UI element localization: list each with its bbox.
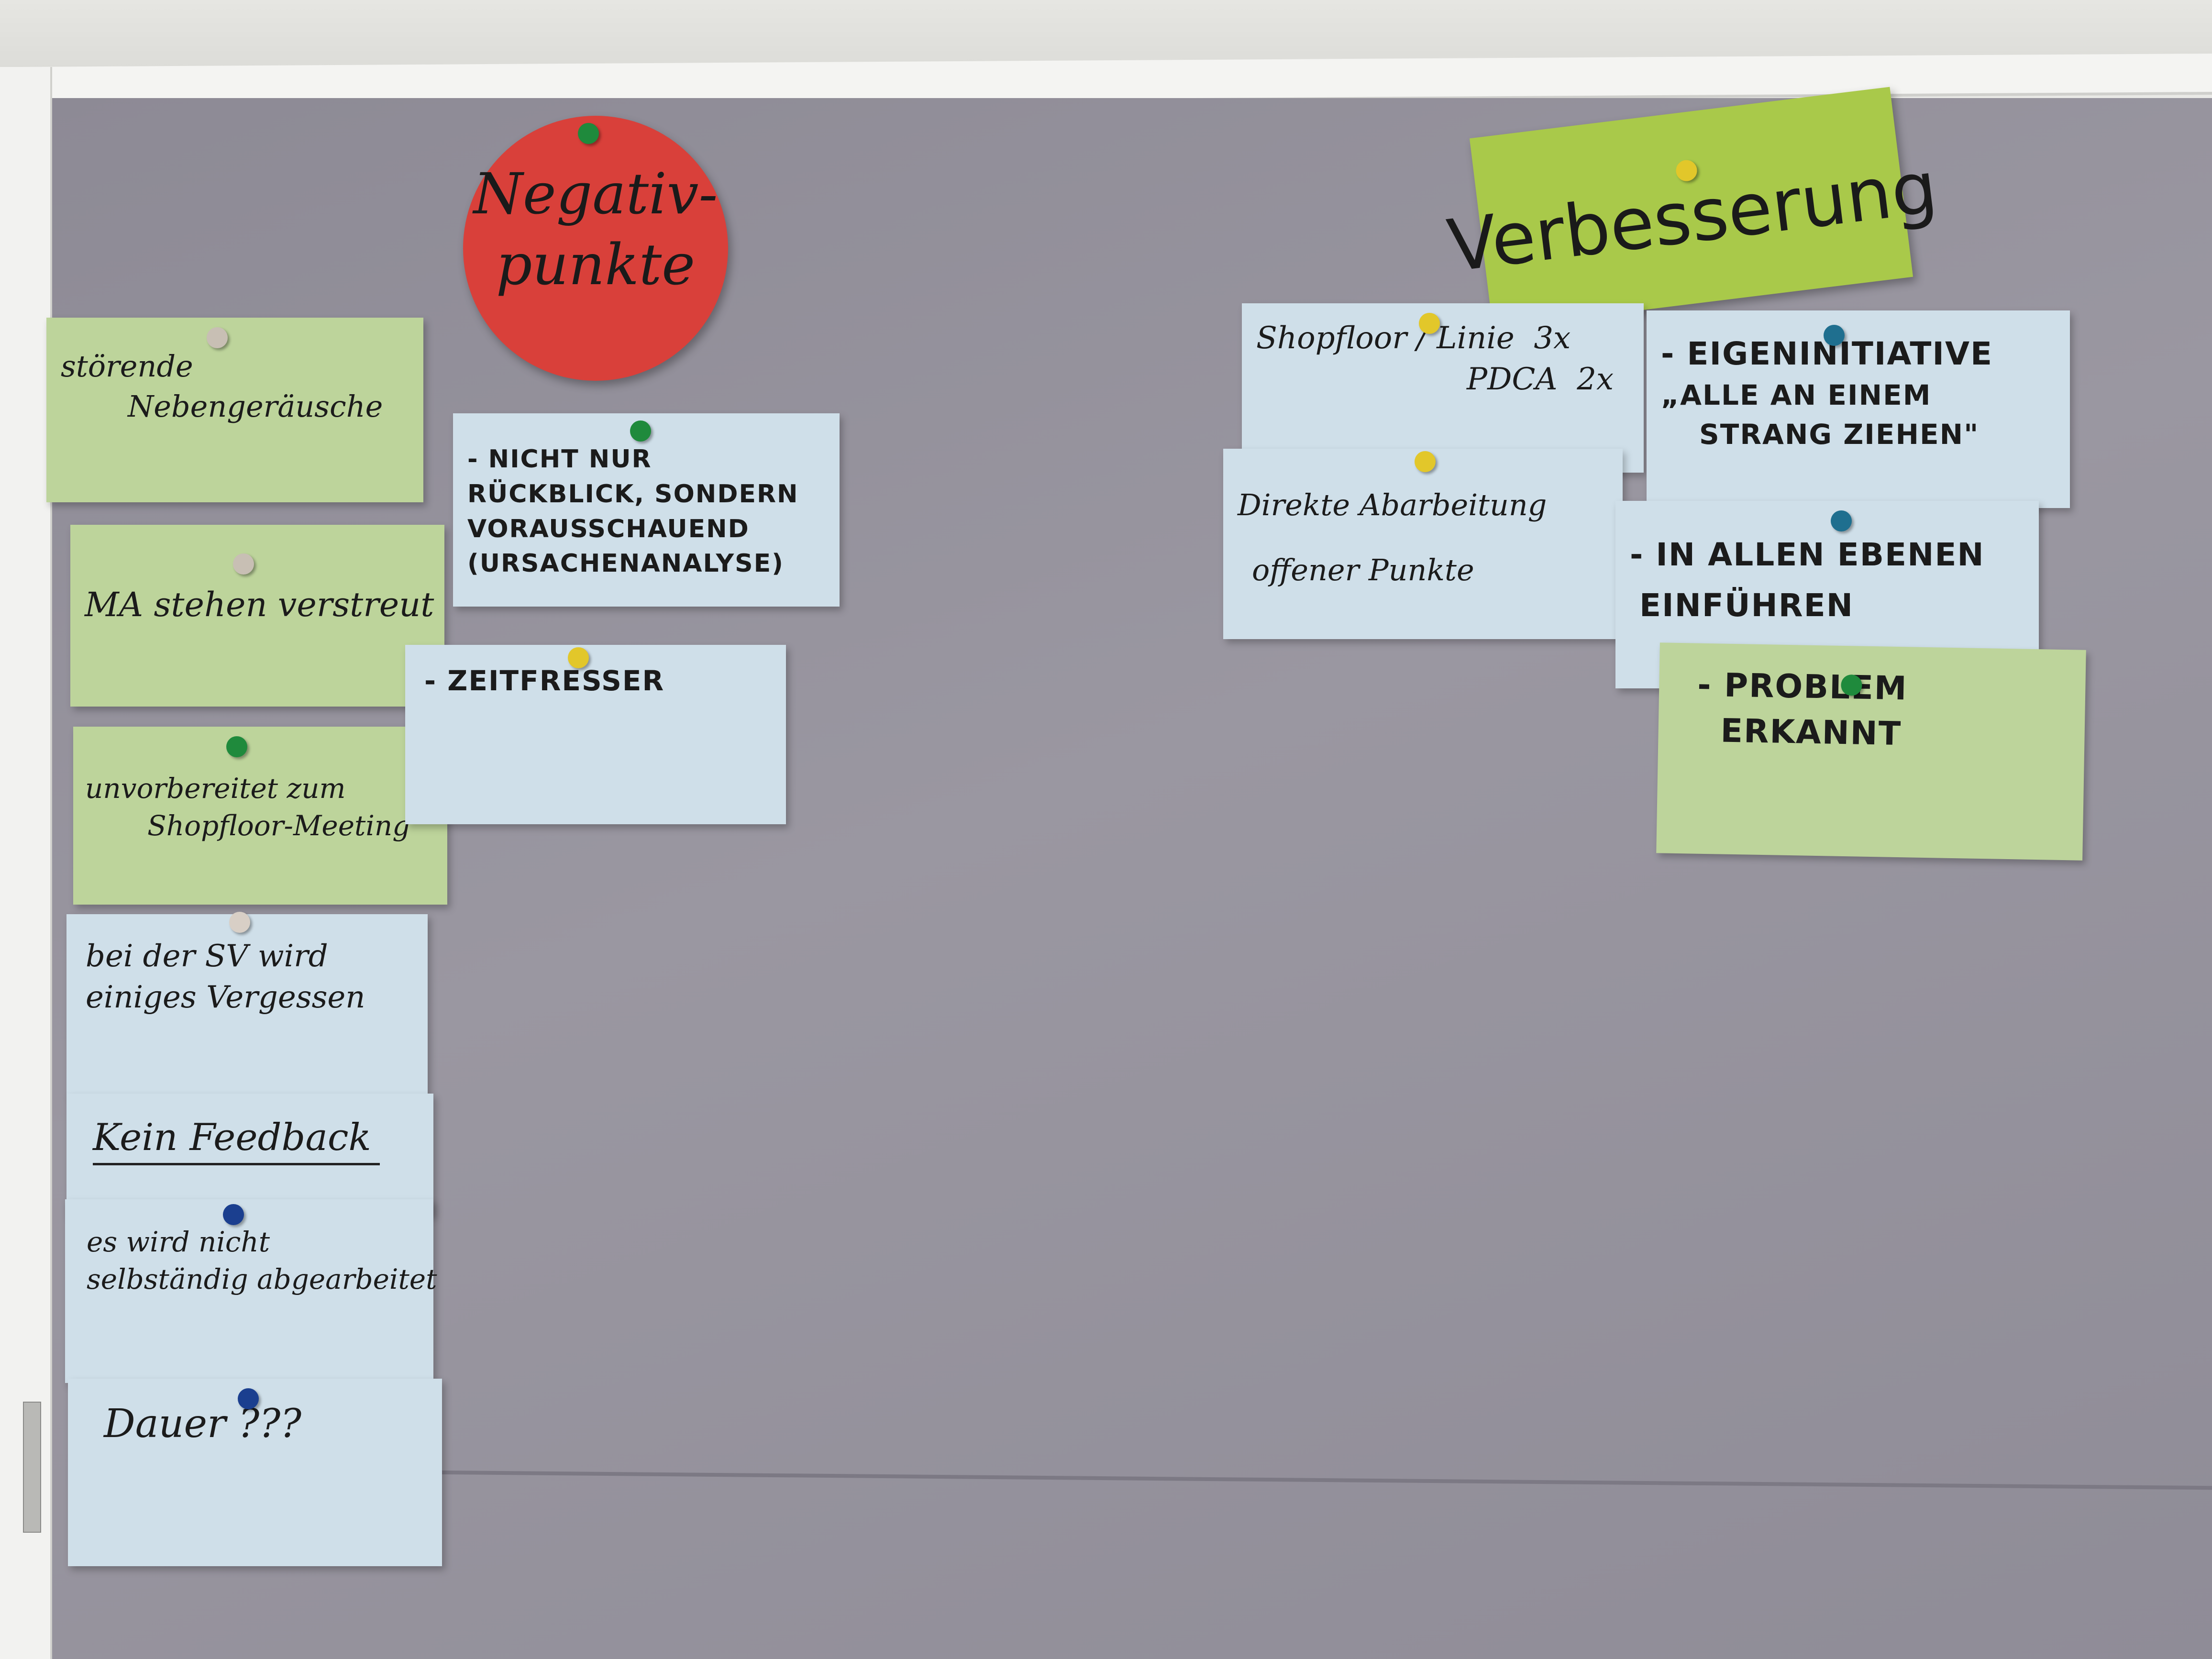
pushpin-icon (578, 123, 599, 144)
pushpin-icon (226, 736, 247, 757)
pushpin-icon (238, 1388, 259, 1409)
pushpin-icon (207, 327, 228, 348)
card-text: Direkte Abarbeitung (1238, 487, 1547, 522)
card-text: Dauer ??? (104, 1401, 302, 1447)
card-text: einiges Vergessen (86, 980, 365, 1016)
card-not-only-review[interactable]: - NICHT NUR RÜCKBLICK, SONDERN VORAUSSCH… (453, 413, 840, 607)
pushpin-icon (229, 912, 250, 933)
card-text: STRANG ZIEHEN" (1699, 418, 1980, 451)
pushpin-icon (568, 647, 589, 668)
pushpin-icon (1824, 325, 1845, 346)
card-scattered[interactable]: MA stehen verstreut (70, 525, 444, 707)
door-hinge (23, 1402, 41, 1533)
card-initiative[interactable]: - EIGENINITIATIVE „ALLE AN EINEM STRANG … (1647, 310, 2070, 508)
pushpin-icon (1419, 313, 1440, 334)
card-direct-processing[interactable]: Direkte Abarbeitung offener Punkte (1223, 449, 1623, 639)
card-text: es wird nicht (87, 1226, 270, 1258)
card-not-independent[interactable]: es wird nicht selbständig abgearbeitet (65, 1199, 437, 1383)
card-forgotten[interactable]: bei der SV wird einiges Vergessen (66, 912, 428, 1095)
card-text: Shopfloor-Meeting (147, 809, 410, 842)
card-text: - ZEITFRESSER (424, 664, 665, 697)
card-text: bei der SV wird (86, 939, 328, 974)
card-text: - NICHT NUR (467, 445, 652, 474)
door-frame (0, 67, 52, 1659)
card-problem-recognized[interactable]: - PROBLEM ERKANNT (1656, 642, 2086, 861)
card-text: offener Punkte (1252, 553, 1474, 588)
card-unprepared[interactable]: unvorbereitet zum Shopfloor-Meeting (73, 727, 447, 905)
header-line: Negativ- (473, 161, 718, 227)
card-duration[interactable]: Dauer ??? (68, 1379, 442, 1566)
card-text: „ALLE AN EINEM (1661, 379, 1932, 412)
card-text: Kein Feedback (93, 1113, 380, 1166)
card-text: Shopfloor / Linie 3x (1256, 321, 1571, 356)
card-text: EINFÜHREN (1639, 586, 1854, 624)
header-line: punkte (496, 231, 696, 298)
card-no-feedback[interactable]: Kein Feedback (66, 1094, 433, 1216)
pushpin-icon (233, 553, 254, 575)
pushpin-icon (1831, 510, 1852, 531)
card-time-waster[interactable]: - ZEITFRESSER (405, 645, 786, 824)
card-text: Nebengeräusche (128, 388, 383, 424)
card-text: unvorbereitet zum (85, 772, 346, 805)
card-text: störende (61, 349, 193, 384)
card-shopfloor-line[interactable]: Shopfloor / Linie 3x PDCA 2x (1242, 303, 1644, 473)
pushpin-icon (223, 1204, 244, 1225)
pushpin-icon (1415, 451, 1436, 472)
card-text: VORAUSSCHAUEND (467, 514, 750, 543)
negative-points-header: Negativ- punkte (463, 116, 728, 381)
card-text: ERKANNT (1720, 712, 1902, 753)
card-text: - PROBLEM (1697, 666, 1908, 708)
card-text: (URSACHENANALYSE) (467, 549, 784, 578)
card-text: - IN ALLEN EBENEN (1630, 536, 1985, 573)
card-text: - EIGENINITIATIVE (1661, 335, 1993, 372)
card-text: selbständig abgearbeitet (87, 1263, 437, 1296)
card-text: RÜCKBLICK, SONDERN (467, 479, 799, 509)
card-text: PDCA 2x (1467, 362, 1614, 398)
card-noise[interactable]: störende Nebengeräusche (46, 318, 423, 502)
pushpin-icon (630, 420, 651, 442)
card-text: MA stehen verstreut (85, 585, 434, 624)
